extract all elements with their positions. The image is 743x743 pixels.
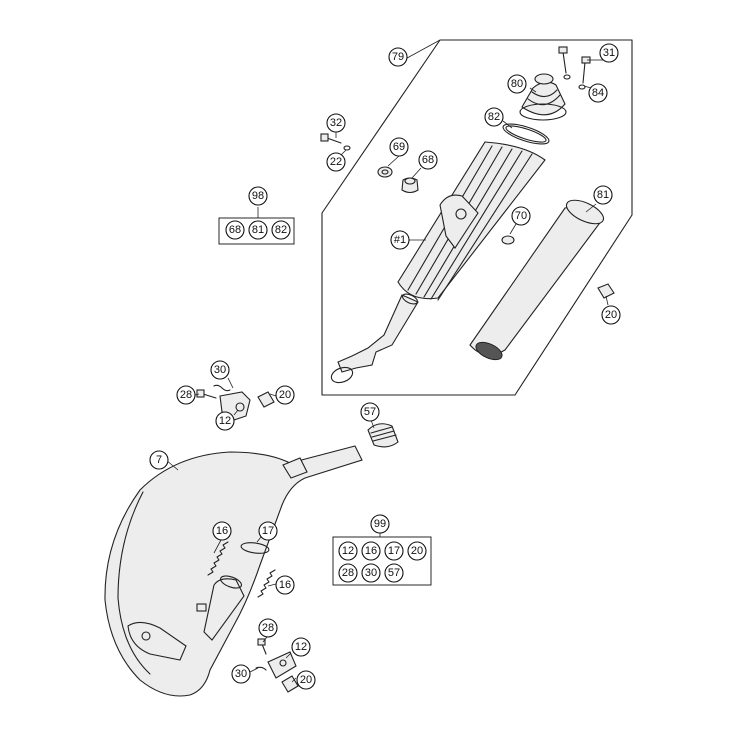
bracket-bolt-part [320, 133, 351, 151]
callout-12-upper[interactable]: 12 [215, 411, 235, 431]
kit-98-item-3[interactable]: 82 [271, 220, 291, 240]
callout-16-lower[interactable]: 16 [275, 575, 295, 595]
header-pipe-part [104, 445, 363, 697]
callout-69[interactable]: 69 [389, 137, 409, 157]
grommet-70-part [501, 235, 515, 245]
svg-text:79: 79 [392, 51, 404, 63]
callout-28-lower[interactable]: 28 [258, 618, 278, 638]
callout-32[interactable]: 32 [326, 113, 346, 133]
kit-99-item-3[interactable]: 17 [384, 541, 404, 561]
end-cap-bolts [558, 46, 591, 90]
spring-parts [207, 541, 276, 598]
callout-82[interactable]: 82 [484, 107, 504, 127]
svg-text:68: 68 [422, 154, 434, 166]
svg-text:70: 70 [515, 210, 527, 222]
silencer-shell-part [469, 199, 605, 361]
svg-text:7: 7 [156, 454, 162, 466]
callout-20-lower[interactable]: 20 [296, 670, 316, 690]
kit-98-box [218, 217, 295, 245]
svg-text:28: 28 [180, 389, 192, 401]
svg-text:12: 12 [342, 545, 354, 557]
callout-1[interactable]: #1 [390, 230, 410, 250]
kit-99-box [332, 536, 432, 586]
end-cap-part [519, 73, 567, 121]
svg-text:82: 82 [488, 111, 500, 123]
svg-text:28: 28 [342, 567, 354, 579]
kit-99-item-4[interactable]: 20 [407, 541, 427, 561]
callout-30-lower[interactable]: 30 [231, 664, 251, 684]
kit-98-item-2[interactable]: 81 [248, 220, 268, 240]
svg-text:30: 30 [235, 668, 247, 680]
kit-99-item-2[interactable]: 16 [361, 541, 381, 561]
svg-text:17: 17 [262, 525, 274, 537]
svg-text:28: 28 [262, 622, 274, 634]
svg-text:22: 22 [330, 156, 342, 168]
callout-7[interactable]: 7 [149, 450, 169, 470]
callout-68[interactable]: 68 [418, 150, 438, 170]
svg-text:#1: #1 [394, 234, 406, 246]
callout-17[interactable]: 17 [258, 521, 278, 541]
svg-text:81: 81 [597, 189, 609, 201]
svg-text:98: 98 [252, 190, 264, 202]
svg-text:80: 80 [511, 78, 523, 90]
coupling-sleeve-part [367, 423, 399, 448]
svg-text:57: 57 [388, 567, 400, 579]
kit-99-item-5[interactable]: 28 [338, 563, 358, 583]
callout-98[interactable]: 98 [248, 186, 268, 206]
kit-99-item-7[interactable]: 57 [384, 563, 404, 583]
callout-80[interactable]: 80 [507, 74, 527, 94]
callout-30-upper[interactable]: 30 [210, 360, 230, 380]
svg-text:30: 30 [214, 364, 226, 376]
svg-text:16: 16 [279, 579, 291, 591]
svg-text:16: 16 [216, 525, 228, 537]
svg-text:17: 17 [388, 545, 400, 557]
kit-98-item-1[interactable]: 68 [225, 220, 245, 240]
callout-81[interactable]: 81 [593, 185, 613, 205]
callout-57[interactable]: 57 [360, 402, 380, 422]
callout-31[interactable]: 31 [599, 43, 619, 63]
callout-20-upper[interactable]: 20 [601, 305, 621, 325]
clip-20-upper [597, 283, 615, 299]
callout-22[interactable]: 22 [326, 152, 346, 172]
callout-99[interactable]: 99 [370, 514, 390, 534]
muffler-assembly-outline [321, 39, 633, 396]
gasket-ring [502, 123, 550, 145]
callout-20-mid[interactable]: 20 [275, 385, 295, 405]
callout-70[interactable]: 70 [511, 206, 531, 226]
svg-text:32: 32 [330, 117, 342, 129]
callout-16-upper[interactable]: 16 [212, 521, 232, 541]
svg-text:20: 20 [279, 389, 291, 401]
o-ring-part [240, 542, 270, 554]
svg-text:84: 84 [592, 87, 604, 99]
svg-text:99: 99 [374, 518, 386, 530]
svg-text:20: 20 [605, 309, 617, 321]
svg-text:81: 81 [252, 224, 264, 236]
grommet-parts [377, 166, 419, 194]
svg-text:31: 31 [603, 47, 615, 59]
kit-99-item-1[interactable]: 12 [338, 541, 358, 561]
lower-mount-bracket [255, 638, 299, 693]
callout-28-upper[interactable]: 28 [176, 385, 196, 405]
callout-84[interactable]: 84 [588, 83, 608, 103]
svg-text:82: 82 [275, 224, 287, 236]
muffler-body-part [330, 141, 546, 384]
svg-text:16: 16 [365, 545, 377, 557]
svg-text:12: 12 [295, 641, 307, 653]
callout-12-lower[interactable]: 12 [291, 637, 311, 657]
svg-text:30: 30 [365, 567, 377, 579]
svg-text:68: 68 [229, 224, 241, 236]
svg-text:12: 12 [219, 415, 231, 427]
svg-text:20: 20 [300, 674, 312, 686]
callout-79[interactable]: 79 [388, 47, 408, 67]
svg-text:20: 20 [411, 545, 423, 557]
svg-text:69: 69 [393, 141, 405, 153]
svg-text:57: 57 [364, 406, 376, 418]
kit-99-item-6[interactable]: 30 [361, 563, 381, 583]
